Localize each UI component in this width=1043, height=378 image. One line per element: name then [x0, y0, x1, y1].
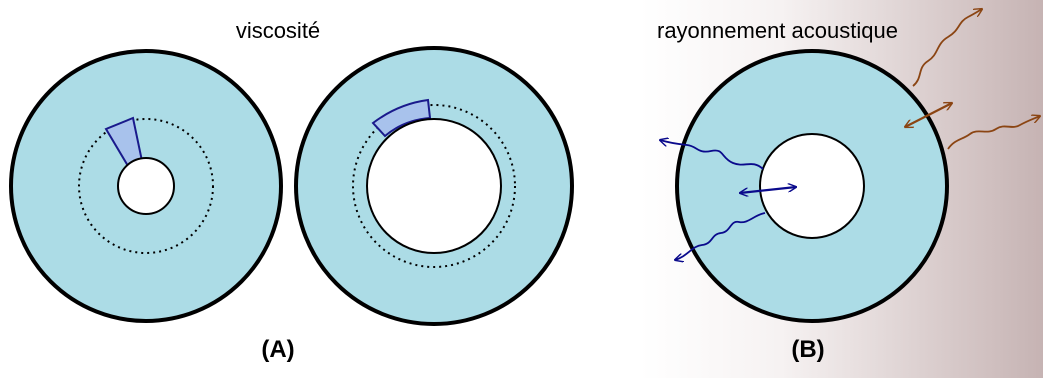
panel-a-label: (A) [261, 336, 294, 363]
inner-core-circle [118, 158, 174, 214]
inner-core-circle [760, 134, 864, 238]
panel-a-bubble-large-core [296, 48, 572, 324]
panel-a-title: viscosité [236, 18, 320, 43]
panel-b-title: rayonnement acoustique [657, 18, 898, 43]
panel-b-label: (B) [791, 336, 824, 363]
panel-a-bubble-small-core [11, 51, 281, 321]
panel-b-bubble [677, 51, 947, 321]
inner-core-circle [367, 119, 501, 253]
